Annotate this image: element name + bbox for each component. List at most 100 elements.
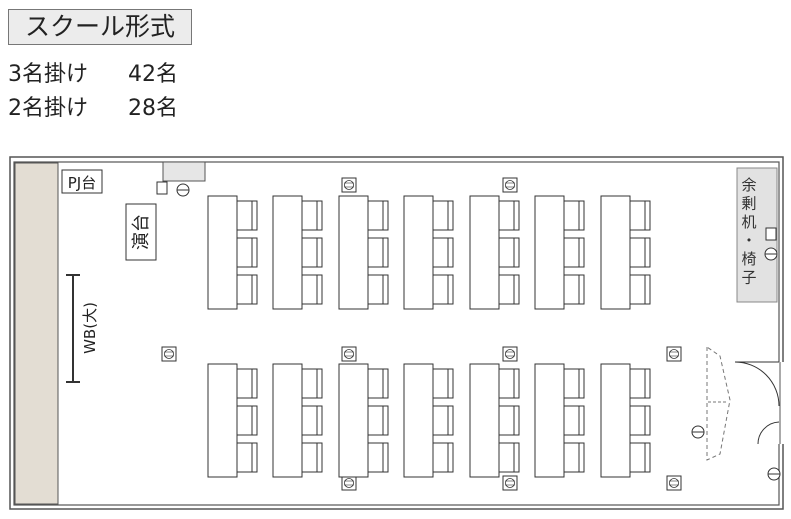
desk: [207, 195, 238, 310]
desk: [469, 195, 500, 310]
chair: [498, 368, 520, 399]
chair: [498, 405, 520, 436]
table-group: [338, 195, 389, 310]
capacity-label: 2名掛け: [8, 96, 88, 121]
desk: [403, 363, 434, 478]
table-group: [338, 363, 389, 478]
capacity-value: 28名: [128, 96, 178, 121]
chair: [563, 200, 585, 231]
seating-area: [207, 195, 651, 478]
chair: [367, 274, 389, 305]
table-group: [534, 363, 585, 478]
podium-label: 演台: [131, 214, 152, 250]
desk: [272, 363, 303, 478]
capacity-row-3: 3名掛け 42名: [8, 62, 178, 88]
speaker-icon: [341, 475, 357, 491]
desk: [403, 195, 434, 310]
desk: [534, 363, 565, 478]
desk: [600, 363, 631, 478]
chair: [563, 368, 585, 399]
table-group: [272, 195, 323, 310]
chair: [563, 274, 585, 305]
outer-wall: [9, 156, 784, 510]
chair: [432, 442, 454, 473]
chair: [301, 200, 323, 231]
projector-stand-label: PJ台: [68, 174, 96, 192]
chair: [498, 200, 520, 231]
chair: [498, 237, 520, 268]
chair: [236, 405, 258, 436]
table-group: [600, 363, 651, 478]
table-group: [207, 363, 258, 478]
table-group: [272, 363, 323, 478]
whiteboard-wall-strip: [14, 162, 59, 505]
movable-partition: [706, 346, 731, 461]
chair: [629, 442, 651, 473]
chair: [236, 274, 258, 305]
desk: [272, 195, 303, 310]
chair: [629, 200, 651, 231]
layout-title: スクール形式: [8, 9, 192, 45]
chair: [236, 442, 258, 473]
speaker-icon: [502, 177, 518, 193]
door-swing-lower: [757, 421, 780, 445]
chair: [367, 405, 389, 436]
chair: [367, 442, 389, 473]
capacity-label: 3名掛け: [8, 62, 88, 87]
pillar: [162, 161, 206, 182]
table-group: [469, 363, 520, 478]
switch-icon: [156, 181, 168, 195]
chair: [236, 237, 258, 268]
chair: [367, 200, 389, 231]
speaker-icon: [341, 177, 357, 193]
speaker-icon: [666, 346, 682, 362]
chair: [301, 405, 323, 436]
capacity-value: 42名: [128, 62, 178, 87]
chair: [301, 237, 323, 268]
table-group: [600, 195, 651, 310]
chair: [563, 442, 585, 473]
speaker-icon: [341, 346, 357, 362]
chair: [629, 274, 651, 305]
speaker-icon: [666, 475, 682, 491]
chair: [629, 368, 651, 399]
switch-icon: [765, 227, 777, 241]
table-group: [534, 195, 585, 310]
table-group: [403, 363, 454, 478]
chair: [301, 442, 323, 473]
chair: [367, 237, 389, 268]
table-group: [403, 195, 454, 310]
chair: [236, 200, 258, 231]
ceiling-fixtures: [161, 177, 682, 491]
chair: [432, 237, 454, 268]
capacity-row-2: 2名掛け 28名: [8, 96, 178, 122]
chair: [432, 274, 454, 305]
chair: [301, 274, 323, 305]
desk: [338, 195, 369, 310]
chair: [367, 368, 389, 399]
table-group: [207, 195, 258, 310]
chair: [563, 237, 585, 268]
speaker-icon: [161, 346, 177, 362]
chair: [432, 368, 454, 399]
whiteboard-label: WB(大): [81, 302, 99, 354]
chair: [629, 405, 651, 436]
table-group: [469, 195, 520, 310]
chair: [498, 274, 520, 305]
chair: [301, 368, 323, 399]
chair: [432, 405, 454, 436]
desk: [534, 195, 565, 310]
spare-furniture-label: 余剰机・椅子: [741, 176, 756, 287]
chair: [236, 368, 258, 399]
chair: [563, 405, 585, 436]
projector-stand: [61, 169, 103, 194]
desk: [469, 363, 500, 478]
chair: [498, 442, 520, 473]
desk: [600, 195, 631, 310]
door-swing-upper: [734, 361, 780, 407]
chair: [432, 200, 454, 231]
podium: [125, 203, 157, 261]
desk: [338, 363, 369, 478]
desk: [207, 363, 238, 478]
